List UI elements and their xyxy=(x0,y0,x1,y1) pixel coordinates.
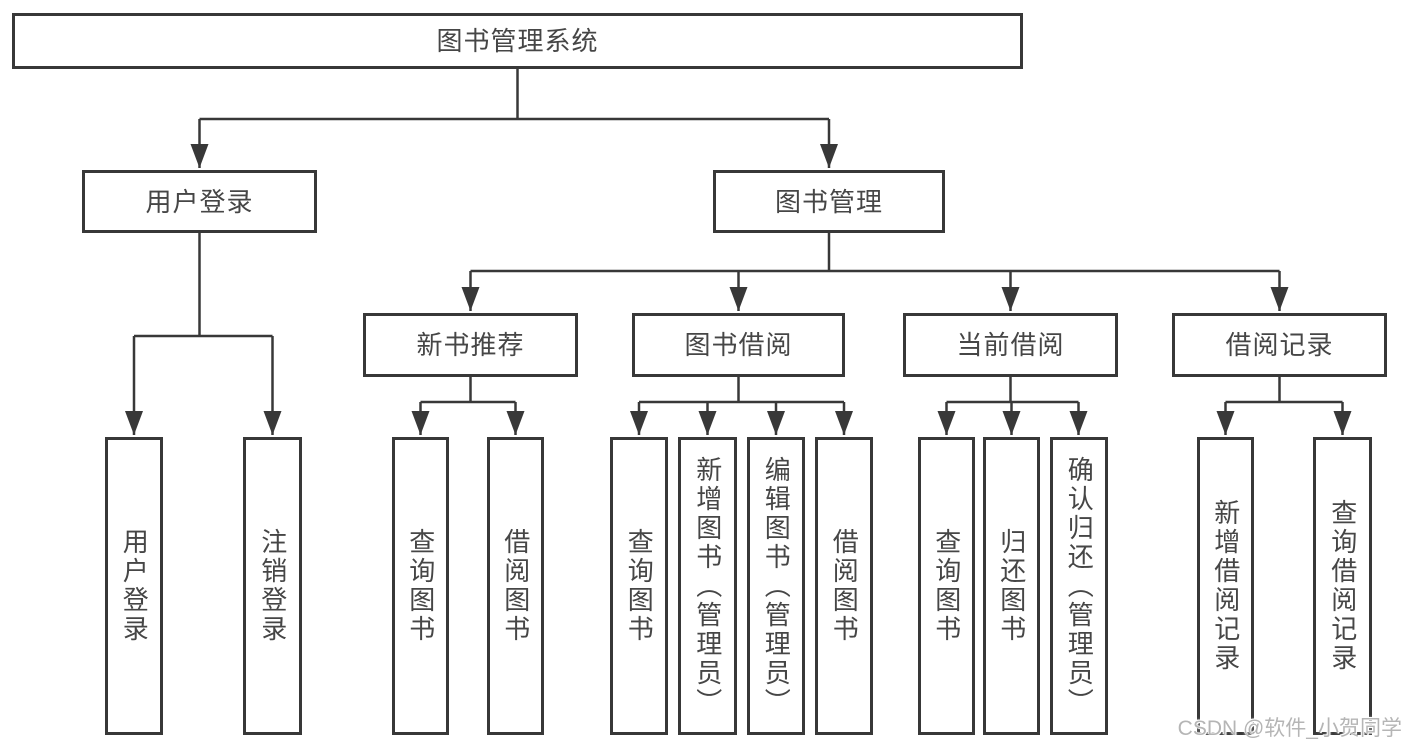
node-label: 查询图书 xyxy=(405,528,436,644)
node-label: 借阅图书 xyxy=(829,528,860,644)
node-label: 用户登录 xyxy=(119,528,150,644)
node-label: 查询图书 xyxy=(931,528,962,644)
connector-newbooks-to-children xyxy=(420,377,516,404)
node-leaf-user-login: 用户登录 xyxy=(105,437,163,735)
node-label: 查询借阅记录 xyxy=(1327,499,1358,673)
node-current-borrowing: 当前借阅 xyxy=(903,313,1118,377)
connector-bookmgmt-to-level3 xyxy=(470,233,1280,273)
node-label: 查询图书 xyxy=(624,528,655,644)
node-leaf-borrow-books-2: 借阅图书 xyxy=(815,437,873,735)
node-book-management: 图书管理 xyxy=(713,170,945,233)
connector-root-to-level2 xyxy=(199,69,829,121)
node-leaf-logout: 注销登录 xyxy=(243,437,302,735)
node-library-management-system: 图书管理系统 xyxy=(12,13,1023,69)
node-leaf-borrow-books-1: 借阅图书 xyxy=(487,437,544,735)
node-book-borrowing: 图书借阅 xyxy=(632,313,845,377)
arrow-icons xyxy=(125,119,1352,435)
node-label: 注销登录 xyxy=(257,528,288,644)
node-leaf-add-books-admin: 新增图书（管理员） xyxy=(678,437,737,735)
node-leaf-query-books-3: 查询图书 xyxy=(918,437,975,735)
node-label: 新增借阅记录 xyxy=(1210,499,1241,673)
node-leaf-query-books-2: 查询图书 xyxy=(610,437,668,735)
connector-bookborrow-to-children xyxy=(639,377,844,404)
node-label: 借阅记录 xyxy=(1225,330,1334,360)
node-label: 图书管理 xyxy=(774,186,883,217)
node-label: 确认归还（管理员） xyxy=(1064,455,1095,717)
csdn-watermark: CSDN @软件_小贺同学 xyxy=(1177,717,1402,740)
connector-currentborrow-to-children xyxy=(946,377,1079,404)
node-label: 用户登录 xyxy=(145,186,254,217)
node-label: 当前借阅 xyxy=(956,330,1065,360)
node-leaf-return-books: 归还图书 xyxy=(983,437,1040,735)
node-label: 新增图书（管理员） xyxy=(692,455,723,717)
node-new-book-recommend: 新书推荐 xyxy=(363,313,578,377)
node-leaf-edit-books-admin: 编辑图书（管理员） xyxy=(747,437,805,735)
node-label: 图书借阅 xyxy=(684,330,793,360)
node-label: 图书管理系统 xyxy=(436,26,599,56)
node-leaf-query-borrow-record: 查询借阅记录 xyxy=(1313,437,1372,735)
node-label: 编辑图书（管理员） xyxy=(761,455,792,717)
node-leaf-confirm-return-admin: 确认归还（管理员） xyxy=(1050,437,1108,735)
node-user-login: 用户登录 xyxy=(82,170,317,233)
node-label: 新书推荐 xyxy=(416,330,525,360)
connector-borrowrecords-to-children xyxy=(1225,377,1343,404)
node-borrowing-records: 借阅记录 xyxy=(1172,313,1387,377)
node-leaf-add-borrow-record: 新增借阅记录 xyxy=(1197,437,1254,735)
node-label: 借阅图书 xyxy=(500,528,531,644)
node-leaf-query-books-1: 查询图书 xyxy=(392,437,449,735)
connector-userlogin-to-children xyxy=(134,233,273,338)
node-label: 归还图书 xyxy=(996,528,1027,644)
